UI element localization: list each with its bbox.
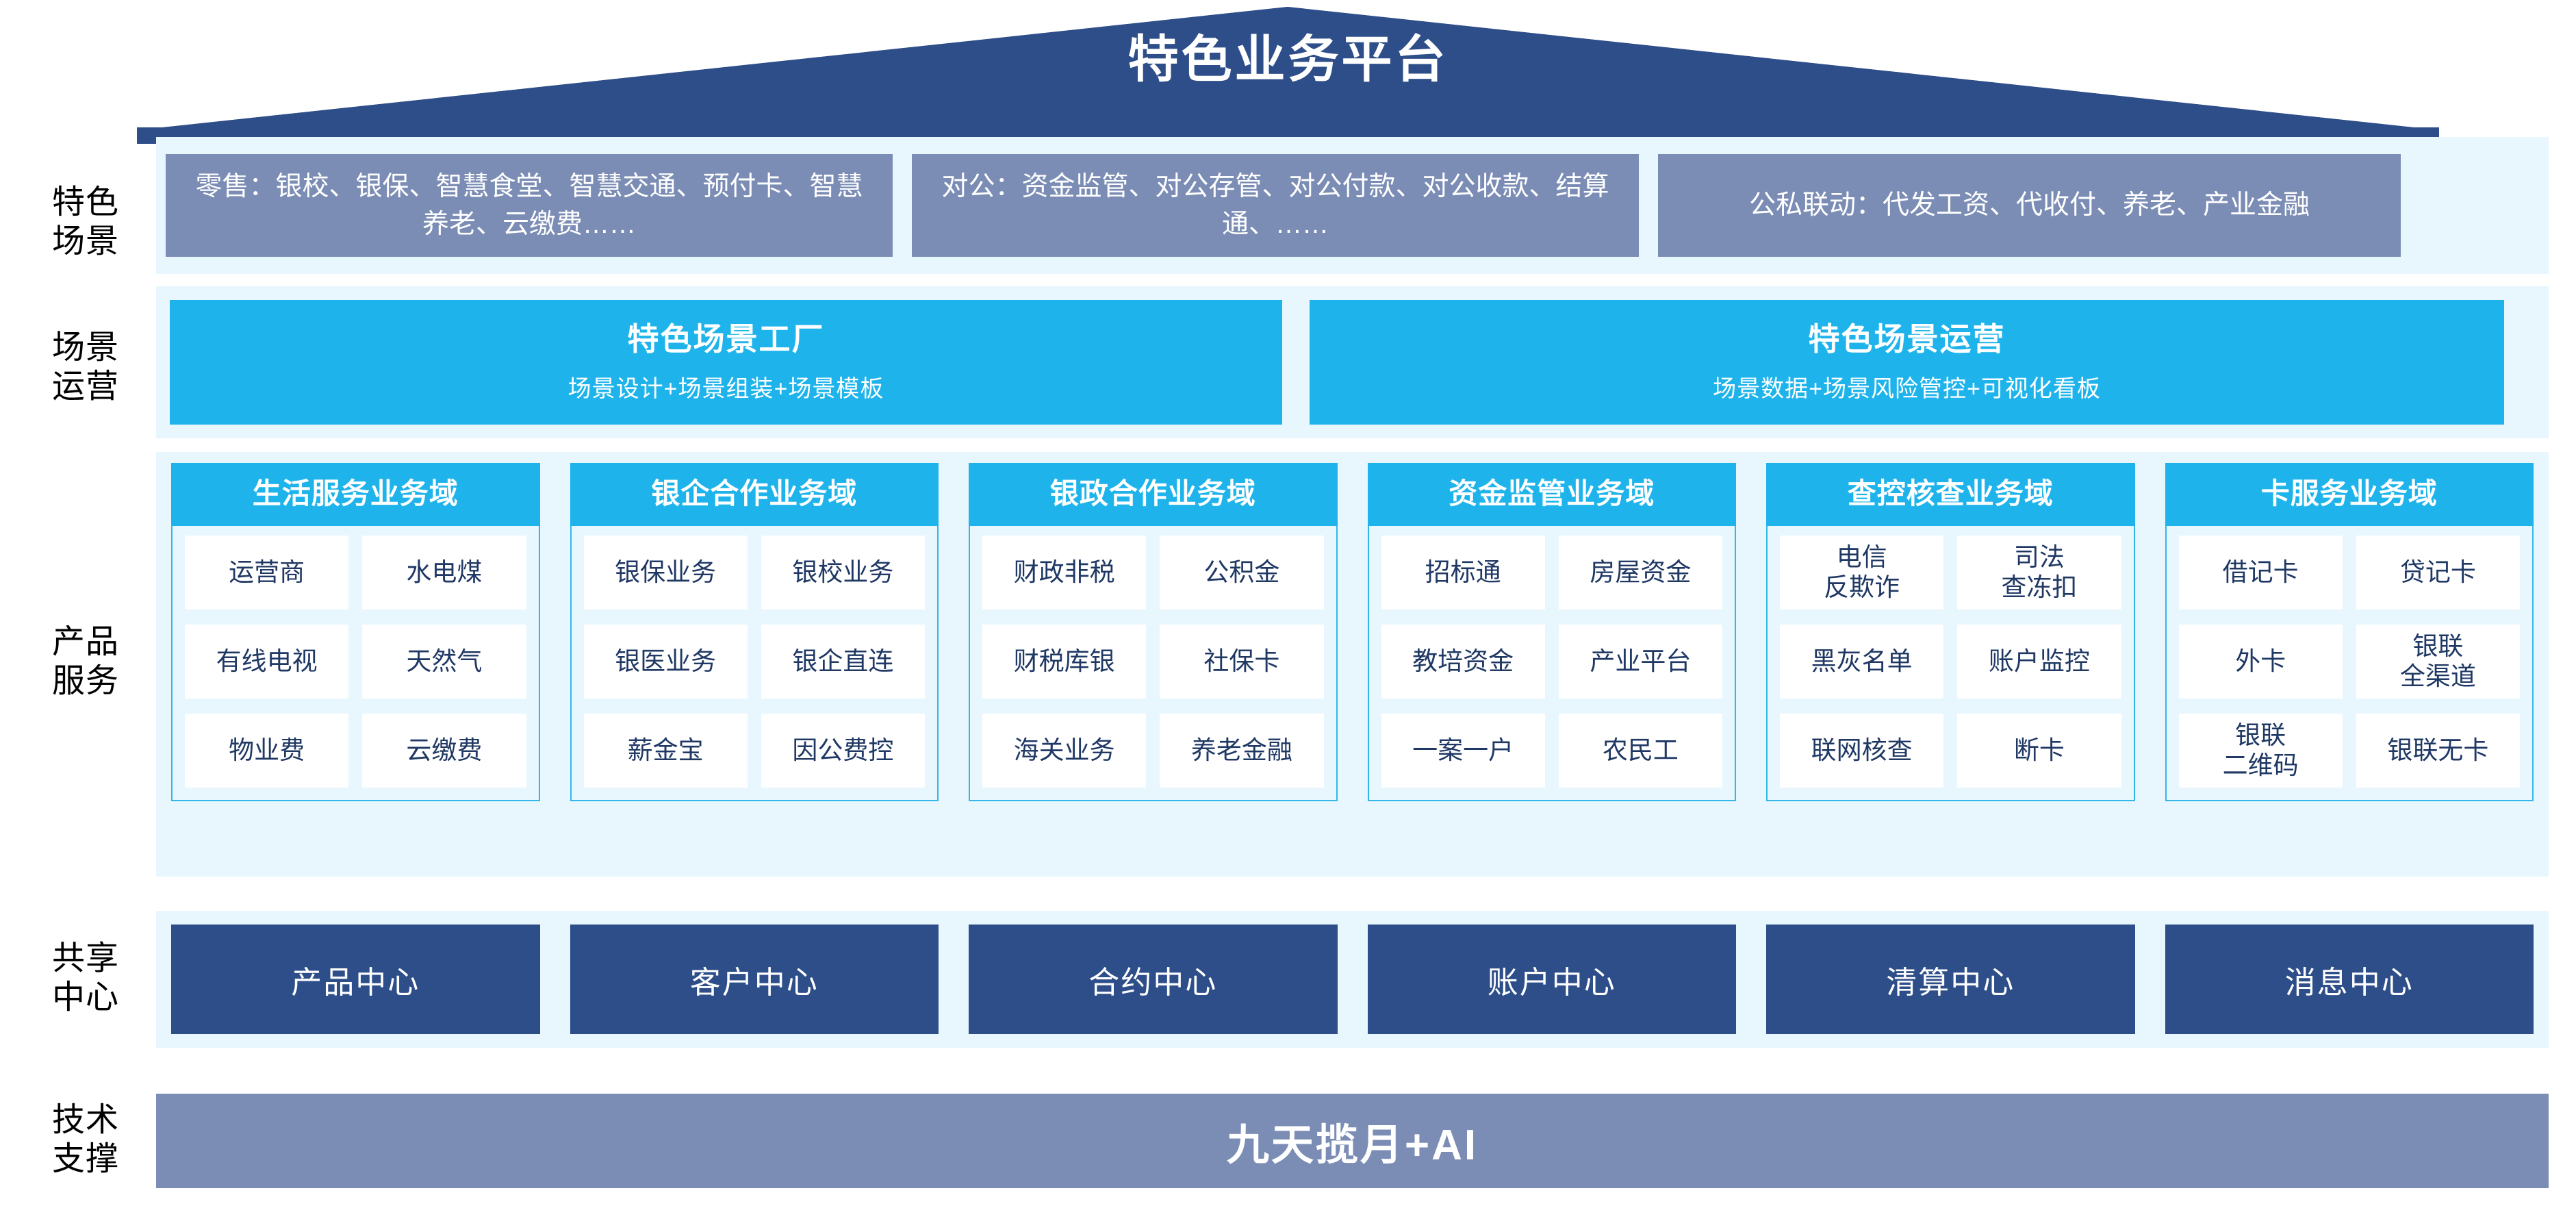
product-cell[interactable]: 房屋资金	[1558, 536, 1722, 610]
operation-title-scene-operation: 特色场景运营	[1808, 321, 2006, 357]
product-cell[interactable]: 银医业务	[583, 625, 748, 699]
shared-center-message-center[interactable]: 消息中心	[2165, 925, 2534, 1034]
product-cell[interactable]: 海关业务	[982, 714, 1147, 788]
domain-column-investigation: 查控核查业务域电信 反欺诈司法 查冻扣黑灰名单账户监控联网核查断卡	[1766, 463, 2135, 802]
product-cell[interactable]: 招标通	[1381, 536, 1545, 610]
product-cell[interactable]: 公积金	[1160, 536, 1324, 610]
product-cell[interactable]: 外卡	[2178, 625, 2343, 699]
product-cell[interactable]: 断卡	[1957, 714, 2121, 788]
row-label-scene-line2: 场景	[51, 223, 119, 260]
shared-center-clearing-center[interactable]: 清算中心	[1766, 925, 2135, 1034]
product-cell[interactable]: 银联 二维码	[2178, 714, 2343, 788]
domain-header-life-service[interactable]: 生活服务业务域	[171, 463, 540, 527]
row-label-tech-line2: 支撑	[51, 1140, 119, 1177]
product-cell[interactable]: 社保卡	[1160, 625, 1324, 699]
operation-box-scene-operation[interactable]: 特色场景运营 场景数据+场景风险管控+可视化看板	[1310, 300, 2504, 425]
product-cell[interactable]: 水电煤	[362, 536, 526, 610]
scene-box-corporate[interactable]: 对公：资金监管、对公存管、对公付款、对公收款、结算通、……	[912, 154, 1639, 257]
row-label-shared: 共享 中心	[21, 940, 151, 1017]
product-cell[interactable]: 银联无卡	[2356, 714, 2520, 788]
shared-center-product-center[interactable]: 产品中心	[171, 925, 540, 1034]
product-cell[interactable]: 财税库银	[982, 625, 1147, 699]
shared-center-contract-center[interactable]: 合约中心	[969, 925, 1338, 1034]
product-cell[interactable]: 一案一户	[1381, 714, 1545, 788]
domain-items-fund-supervision: 招标通房屋资金教培资金产业平台一案一户农民工	[1367, 526, 1736, 802]
product-cell[interactable]: 教培资金	[1381, 625, 1545, 699]
domain-items-investigation: 电信 反欺诈司法 查冻扣黑灰名单账户监控联网核查断卡	[1766, 526, 2135, 802]
domain-header-investigation[interactable]: 查控核查业务域	[1766, 463, 2135, 527]
page-title: 特色业务平台	[1127, 31, 1449, 88]
shared-center-customer-center[interactable]: 客户中心	[570, 925, 939, 1034]
scene-row: 零售：银校、银保、智慧食堂、智慧交通、预付卡、智慧养老、云缴费…… 对公：资金监…	[156, 137, 2549, 274]
product-cell[interactable]: 有线电视	[185, 625, 349, 699]
row-label-scene-line1: 特色	[51, 184, 119, 221]
row-label-scene: 特色 场景	[21, 184, 151, 261]
operation-title-scene-factory: 特色场景工厂	[627, 321, 825, 357]
domain-header-bank-government[interactable]: 银政合作业务域	[969, 463, 1338, 527]
domain-header-card-service[interactable]: 卡服务业务域	[2165, 463, 2534, 527]
row-label-tech-line1: 技术	[51, 1102, 119, 1138]
domain-column-bank-government: 银政合作业务域财政非税公积金财税库银社保卡海关业务养老金融	[969, 463, 1338, 802]
product-cell[interactable]: 账户监控	[1957, 625, 2121, 699]
row-label-product-line1: 产品	[51, 624, 119, 660]
row-label-operation: 场景 运营	[21, 329, 151, 406]
product-cell[interactable]: 养老金融	[1160, 714, 1324, 788]
domain-column-card-service: 卡服务业务域借记卡贷记卡外卡银联 全渠道银联 二维码银联无卡	[2165, 463, 2534, 802]
operation-row: 特色场景工厂 场景设计+场景组装+场景模板 特色场景运营 场景数据+场景风险管控…	[156, 286, 2549, 438]
product-cell[interactable]: 银联 全渠道	[2356, 625, 2520, 699]
domain-items-life-service: 运营商水电煤有线电视天然气物业费云缴费	[171, 526, 540, 802]
product-row-panel	[156, 452, 2549, 877]
product-cell[interactable]: 黑灰名单	[1780, 625, 1944, 699]
product-cell[interactable]: 银校业务	[761, 536, 925, 610]
shared-center-row: 产品中心客户中心合约中心账户中心清算中心消息中心	[156, 911, 2549, 1048]
operation-box-scene-factory[interactable]: 特色场景工厂 场景设计+场景组装+场景模板	[170, 300, 1282, 425]
product-cell[interactable]: 因公费控	[761, 714, 925, 788]
row-label-shared-line2: 中心	[51, 979, 119, 1016]
product-cell[interactable]: 司法 查冻扣	[1957, 536, 2121, 610]
row-label-operation-line1: 场景	[51, 329, 119, 366]
domain-column-bank-enterprise: 银企合作业务域银保业务银校业务银医业务银企直连薪金宝因公费控	[570, 463, 939, 802]
tech-support-title: 九天揽月+AI	[1226, 1122, 1479, 1169]
product-row: 生活服务业务域运营商水电煤有线电视天然气物业费云缴费银企合作业务域银保业务银校业…	[156, 452, 2549, 877]
product-cell[interactable]: 运营商	[185, 536, 349, 610]
shared-row-panel	[156, 911, 2549, 1048]
domain-items-card-service: 借记卡贷记卡外卡银联 全渠道银联 二维码银联无卡	[2165, 526, 2534, 802]
row-label-operation-line2: 运营	[51, 368, 119, 405]
product-cell[interactable]: 贷记卡	[2356, 536, 2520, 610]
product-cell[interactable]: 银保业务	[583, 536, 748, 610]
domain-header-bank-enterprise[interactable]: 银企合作业务域	[570, 463, 939, 527]
product-cell[interactable]: 物业费	[185, 714, 349, 788]
product-cell[interactable]: 电信 反欺诈	[1780, 536, 1944, 610]
product-cell[interactable]: 借记卡	[2178, 536, 2343, 610]
row-label-product: 产品 服务	[21, 623, 151, 701]
platform-banner: 特色业务平台	[0, 0, 2576, 144]
domain-items-bank-government: 财政非税公积金财税库银社保卡海关业务养老金融	[969, 526, 1338, 802]
operation-subtitle-scene-operation: 场景数据+场景风险管控+可视化看板	[1713, 375, 2101, 402]
product-cell[interactable]: 联网核查	[1780, 714, 1944, 788]
domain-header-fund-supervision[interactable]: 资金监管业务域	[1367, 463, 1736, 527]
product-cell[interactable]: 农民工	[1558, 714, 1722, 788]
domain-items-bank-enterprise: 银保业务银校业务银医业务银企直连薪金宝因公费控	[570, 526, 939, 802]
product-cell[interactable]: 银企直连	[761, 625, 925, 699]
domain-column-life-service: 生活服务业务域运营商水电煤有线电视天然气物业费云缴费	[171, 463, 540, 802]
row-label-shared-line1: 共享	[51, 940, 119, 977]
scene-box-retail[interactable]: 零售：银校、银保、智慧食堂、智慧交通、预付卡、智慧养老、云缴费……	[166, 154, 893, 257]
product-cell[interactable]: 产业平台	[1558, 625, 1722, 699]
domain-column-fund-supervision: 资金监管业务域招标通房屋资金教培资金产业平台一案一户农民工	[1367, 463, 1736, 802]
product-cell[interactable]: 天然气	[362, 625, 526, 699]
product-cell[interactable]: 财政非税	[982, 536, 1147, 610]
product-cell[interactable]: 云缴费	[362, 714, 526, 788]
scene-box-linkage[interactable]: 公私联动：代发工资、代收付、养老、产业金融	[1658, 154, 2401, 257]
row-label-product-line2: 服务	[51, 662, 119, 699]
product-cell[interactable]: 薪金宝	[583, 714, 748, 788]
operation-subtitle-scene-factory: 场景设计+场景组装+场景模板	[568, 375, 884, 402]
row-label-tech: 技术 支撑	[21, 1101, 151, 1179]
shared-center-account-center[interactable]: 账户中心	[1367, 925, 1736, 1034]
tech-support-row[interactable]: 九天揽月+AI	[156, 1094, 2549, 1188]
